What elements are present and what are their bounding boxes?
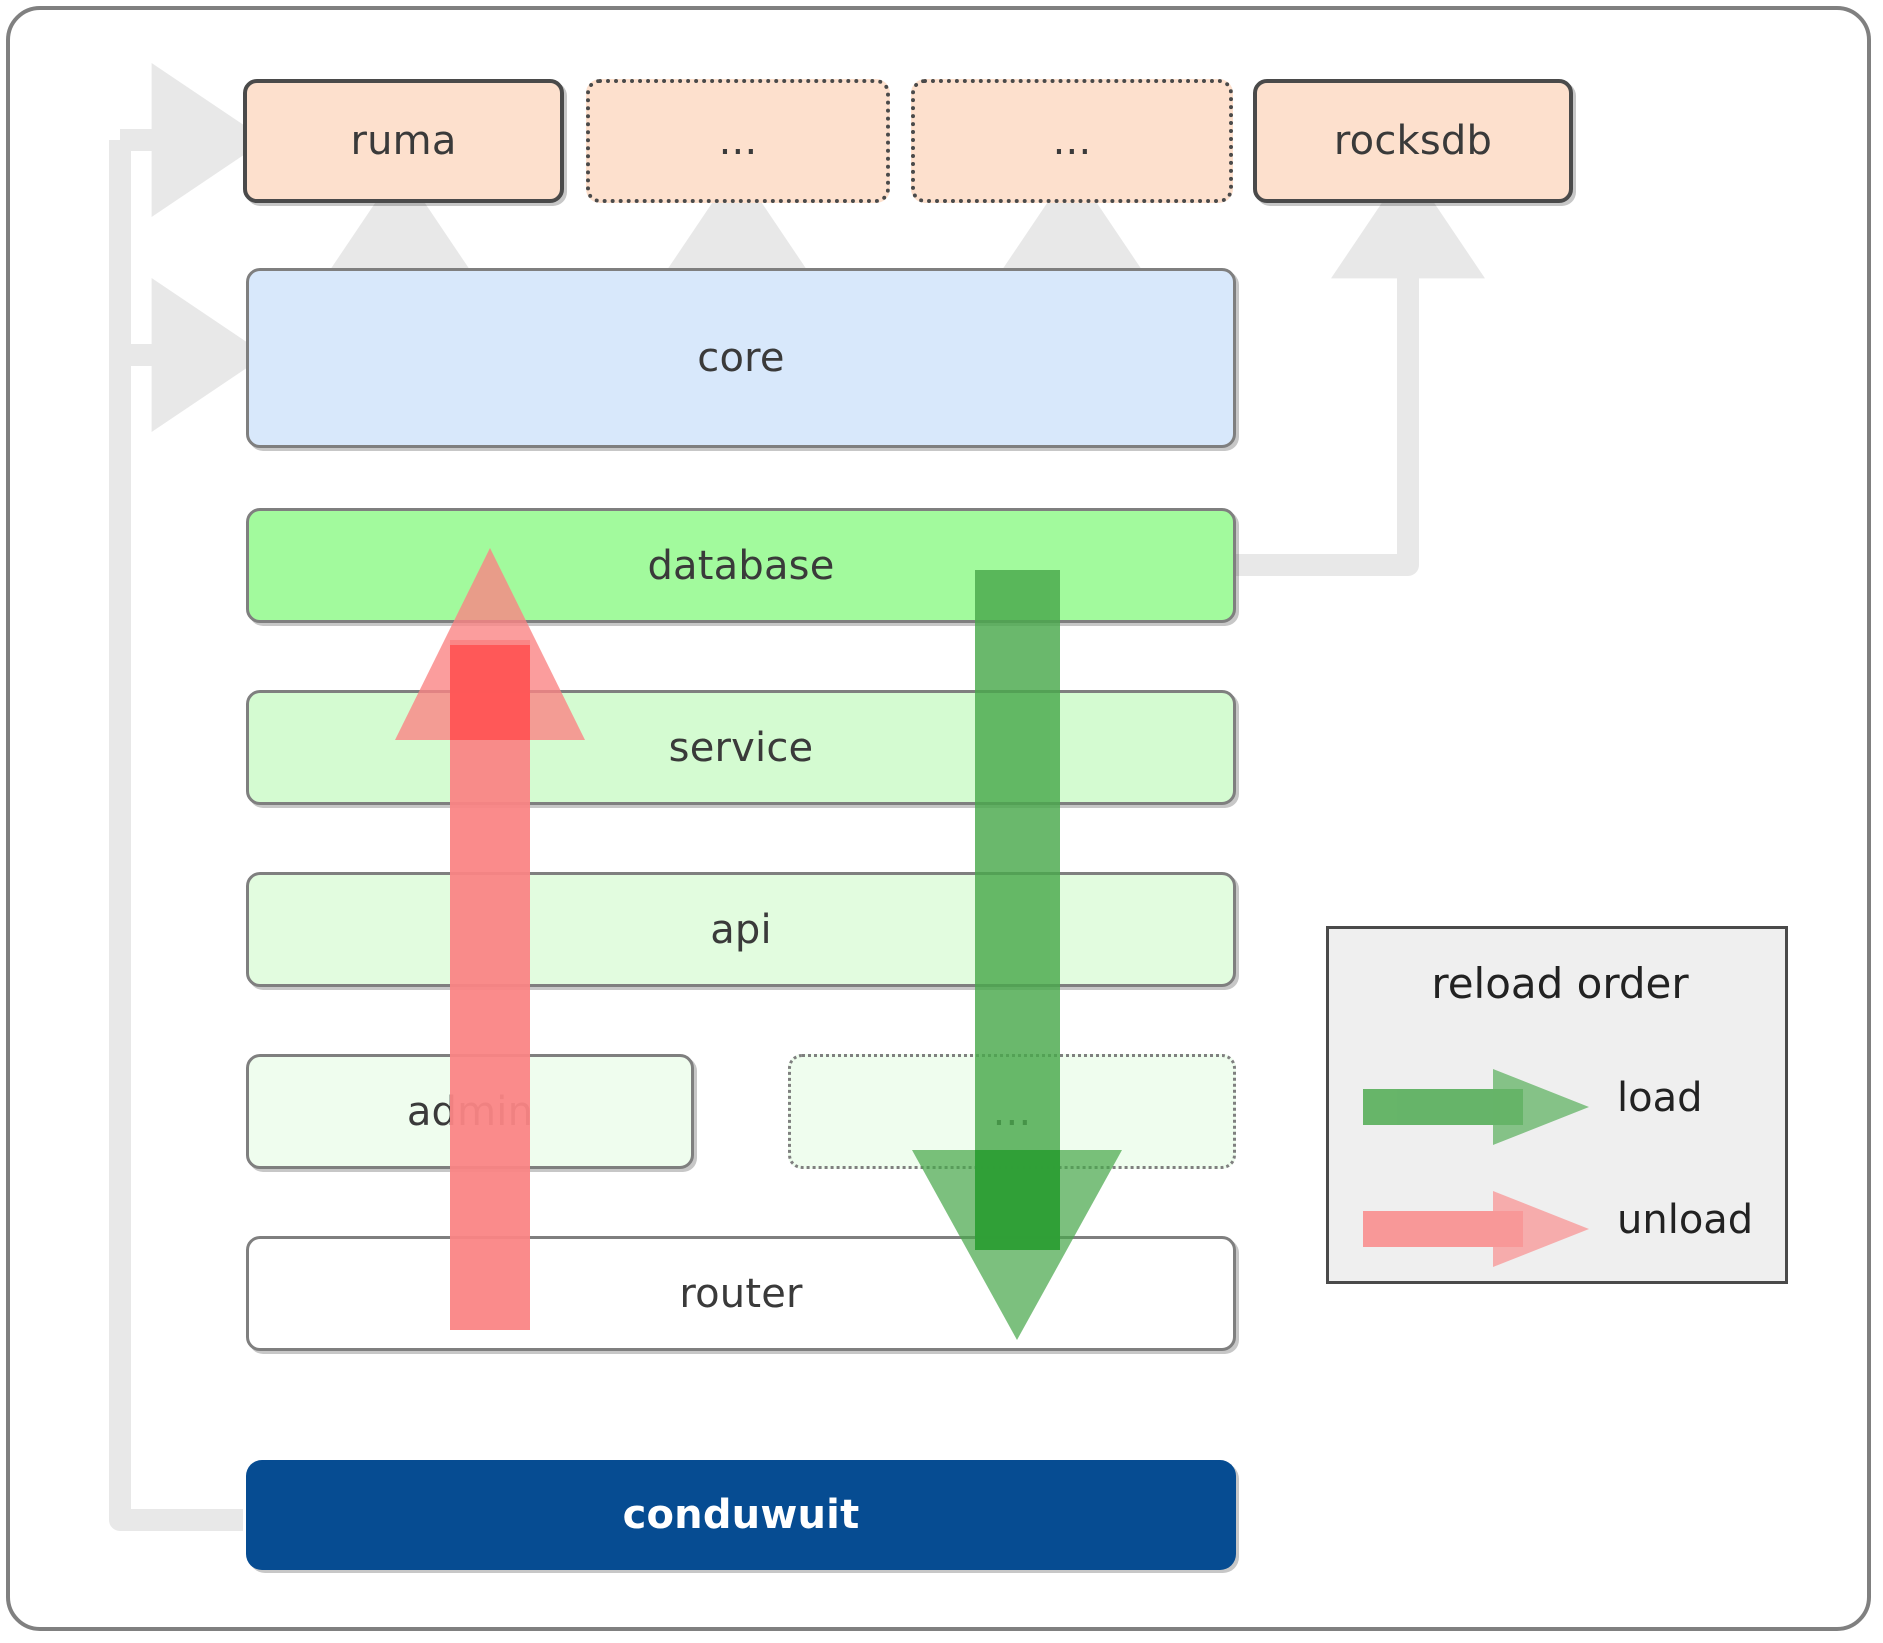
legend-label-load: load bbox=[1617, 1075, 1703, 1121]
unload-arrow-icon bbox=[1363, 1191, 1589, 1267]
node-dots-2[interactable]: ... bbox=[911, 79, 1233, 203]
node-label: router bbox=[679, 1270, 803, 1317]
node-label: ... bbox=[992, 1088, 1032, 1135]
node-conduwuit[interactable]: conduwuit bbox=[246, 1460, 1236, 1570]
node-admin[interactable]: admin bbox=[246, 1054, 694, 1169]
diagram-frame bbox=[6, 6, 1871, 1631]
legend-panel: reload order load unload bbox=[1326, 926, 1788, 1284]
node-dots-1[interactable]: ... bbox=[586, 79, 890, 203]
node-router[interactable]: router bbox=[246, 1236, 1236, 1351]
node-label: ... bbox=[1052, 118, 1092, 164]
node-label: database bbox=[647, 542, 835, 589]
node-label: ruma bbox=[350, 118, 457, 164]
legend-row-unload: unload bbox=[1329, 1179, 1791, 1279]
load-arrow-icon bbox=[1363, 1069, 1589, 1145]
legend-row-load: load bbox=[1329, 1057, 1791, 1157]
node-api[interactable]: api bbox=[246, 872, 1236, 987]
node-label: rocksdb bbox=[1333, 118, 1493, 164]
node-label: core bbox=[697, 335, 785, 381]
legend-label-unload: unload bbox=[1617, 1197, 1754, 1243]
node-dots-3[interactable]: ... bbox=[788, 1054, 1236, 1169]
node-label: conduwuit bbox=[622, 1492, 860, 1538]
legend-title: reload order bbox=[1431, 959, 1689, 1008]
node-database[interactable]: database bbox=[246, 508, 1236, 623]
node-service[interactable]: service bbox=[246, 690, 1236, 805]
node-ruma[interactable]: ruma bbox=[243, 79, 564, 203]
node-label: admin bbox=[406, 1088, 534, 1135]
node-label: api bbox=[710, 906, 772, 953]
node-rocksdb[interactable]: rocksdb bbox=[1253, 79, 1573, 203]
node-label: ... bbox=[718, 118, 758, 164]
node-core[interactable]: core bbox=[246, 268, 1236, 448]
node-label: service bbox=[668, 724, 814, 771]
